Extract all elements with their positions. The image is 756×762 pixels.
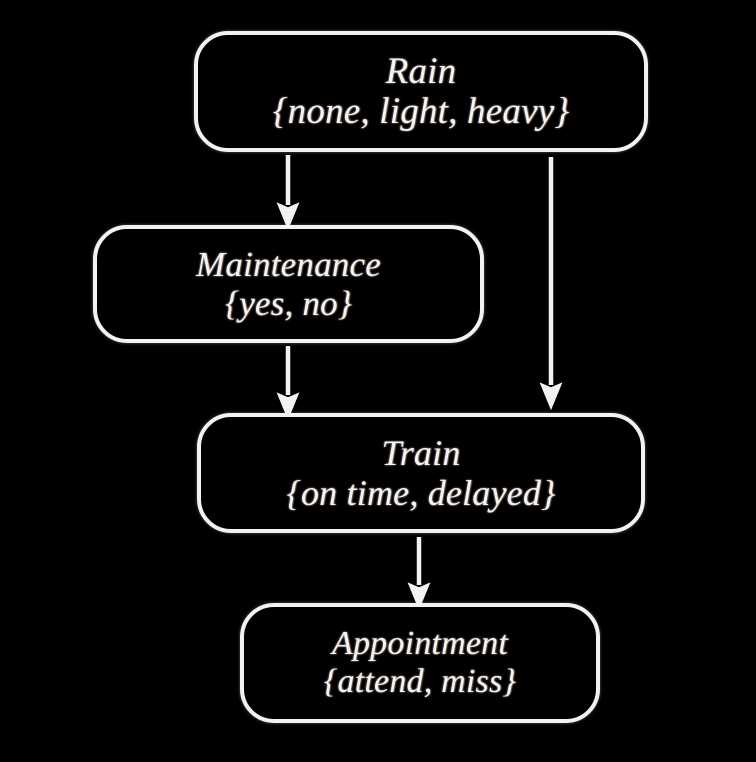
node-maintenance[interactable]: Maintenance {yes, no} bbox=[93, 225, 484, 343]
node-appointment-states: {attend, miss} bbox=[323, 662, 517, 700]
node-rain-label: Rain bbox=[385, 50, 457, 92]
node-maintenance-states: {yes, no} bbox=[225, 283, 352, 323]
node-rain-states: {none, light, heavy} bbox=[272, 91, 570, 132]
node-train-states: {on time, delayed} bbox=[286, 472, 556, 513]
node-appointment-label: Appointment bbox=[332, 625, 508, 663]
node-rain[interactable]: Rain {none, light, heavy} bbox=[194, 31, 648, 152]
node-train-label: Train bbox=[381, 433, 461, 474]
node-appointment[interactable]: Appointment {attend, miss} bbox=[240, 603, 600, 723]
node-train[interactable]: Train {on time, delayed} bbox=[197, 413, 645, 533]
node-maintenance-label: Maintenance bbox=[196, 245, 381, 285]
